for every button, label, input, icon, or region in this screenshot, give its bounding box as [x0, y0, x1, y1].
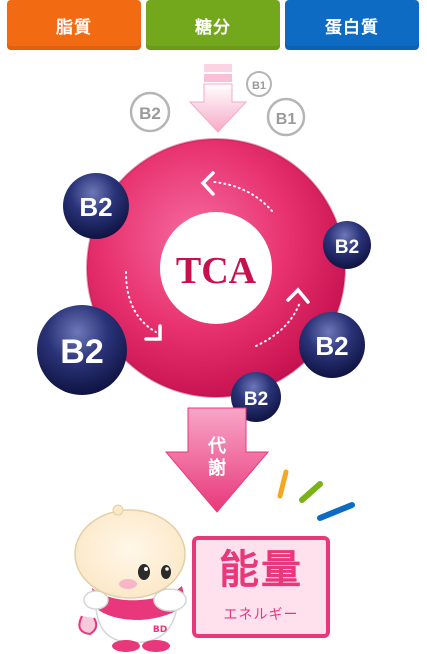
b2-ball-large-left: B2	[37, 305, 127, 395]
svg-text:B2: B2	[139, 104, 161, 123]
svg-text:B2: B2	[79, 192, 112, 222]
metabolism-arrow: 代 謝	[164, 407, 270, 513]
nutrient-tab-lipid[interactable]: 脂質	[7, 0, 141, 50]
nutrient-tab-protein[interactable]: 蛋白質	[285, 0, 419, 50]
cycle-flow-arrows	[125, 171, 310, 347]
svg-text:B2: B2	[244, 389, 268, 410]
svg-text:B2: B2	[315, 331, 348, 361]
mascot-badge: BD	[153, 625, 167, 635]
ghost-b1-circle: B1	[266, 97, 306, 137]
b2-ball-top-left: B2	[63, 173, 129, 239]
energy-box: 能量 エネルギー	[192, 536, 330, 638]
sparkle-strokes	[277, 469, 355, 521]
svg-text:B2: B2	[335, 237, 359, 258]
b2-ball-right: B2	[323, 221, 371, 269]
tca-center: TCA	[160, 212, 272, 324]
svg-text:B1: B1	[252, 80, 266, 92]
ghost-small-b1-circle: B1	[246, 71, 272, 97]
tca-label: TCA	[176, 250, 257, 292]
mascot-character: BD	[74, 504, 187, 652]
energy-subtitle: エネルギー	[223, 607, 299, 623]
energy-title: 能量	[219, 547, 303, 593]
input-arrow	[188, 64, 248, 133]
svg-text:B2: B2	[60, 333, 103, 371]
svg-text:B1: B1	[276, 111, 297, 128]
nutrient-tab-sugar[interactable]: 糖分	[146, 0, 280, 50]
metabolism-label-1: 代	[207, 436, 226, 457]
ghost-b2-circle: B2	[129, 91, 171, 133]
b2-ball-lower-right: B2	[299, 312, 365, 378]
metabolism-label-2: 謝	[208, 457, 226, 479]
